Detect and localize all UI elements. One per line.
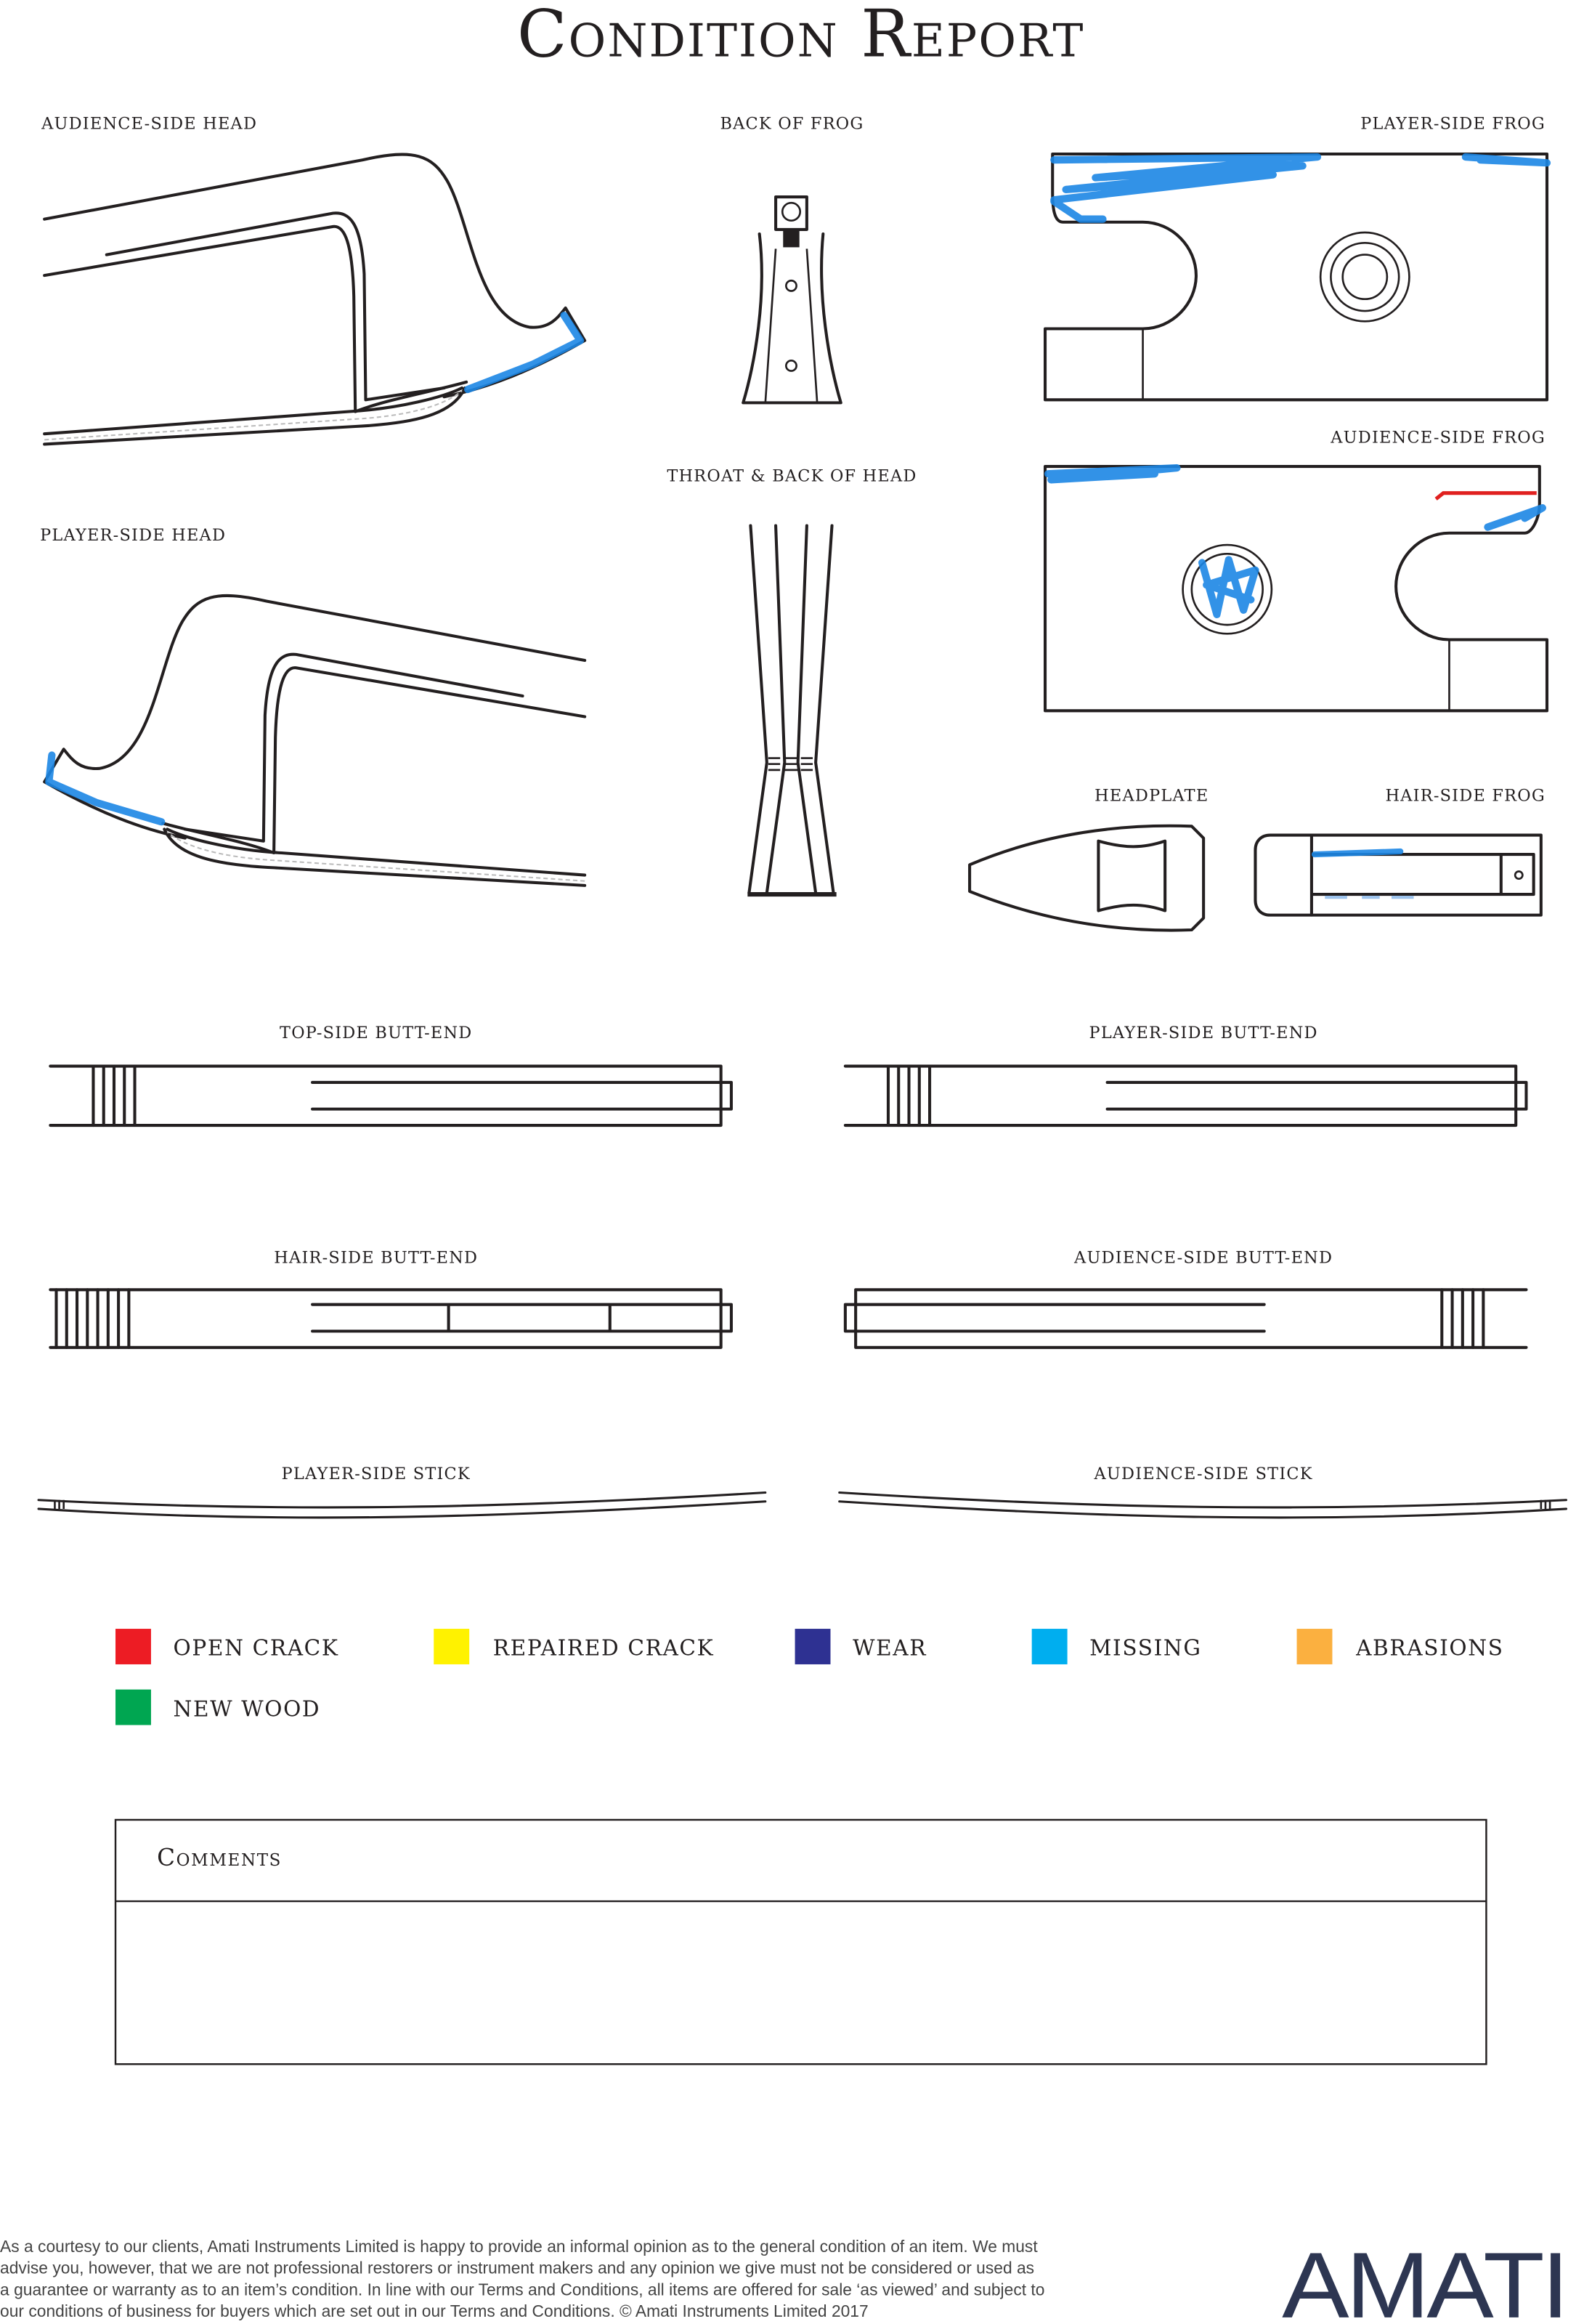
comments-field[interactable] (118, 1904, 1483, 2061)
label-hair-side-butt-end: HAIR-SIDE BUTT-END (274, 1249, 478, 1268)
top-side-butt-end-diagram[interactable] (49, 1064, 733, 1127)
legend-label: REPAIRED CRACK (493, 1636, 715, 1661)
label-player-side-stick: PLAYER-SIDE STICK (282, 1465, 471, 1483)
label-throat-back-of-head: THROAT & BACK OF HEAD (667, 466, 917, 485)
player-side-stick-diagram[interactable] (37, 1491, 767, 1519)
label-audience-side-head: AUDIENCE-SIDE HEAD (41, 114, 257, 133)
page-title: Condition Report (517, 0, 1084, 72)
label-audience-side-frog: AUDIENCE-SIDE FROG (1330, 428, 1546, 447)
missing-mark (1050, 153, 1551, 223)
legend-item-wear[interactable]: WEAR (795, 1629, 927, 1664)
legend-label: MISSING (1089, 1636, 1201, 1661)
legend-item-missing[interactable]: MISSING (1031, 1629, 1202, 1664)
throat-back-of-head-diagram[interactable] (747, 524, 837, 897)
label-player-side-head: PLAYER-SIDE HEAD (40, 526, 226, 545)
amati-logo: AMATI (1282, 2234, 1566, 2324)
disclaimer-line: a guarantee or warranty as to an item’s … (0, 2280, 1044, 2299)
disclaimer-line: As a courtesy to our clients, Amati Inst… (0, 2237, 1038, 2256)
disclaimer-line: advise you, however, that we are not pro… (0, 2259, 1034, 2278)
legend-label: ABRASIONS (1355, 1636, 1504, 1661)
label-headplate: HEADPLATE (1094, 787, 1209, 806)
label-player-side-frog: PLAYER-SIDE FROG (1360, 114, 1546, 133)
label-back-of-frog: BACK OF FROG (720, 114, 864, 133)
comments-label: Comments (157, 1844, 282, 1871)
audience-side-head-diagram[interactable] (44, 155, 585, 445)
legend-item-open-crack[interactable]: OPEN CRACK (115, 1629, 339, 1664)
hair-side-frog-diagram[interactable] (1254, 833, 1543, 917)
disclaimer: As a courtesy to our clients, Amati Inst… (0, 2237, 1044, 2320)
legend-label: WEAR (853, 1636, 927, 1661)
audience-side-stick-diagram[interactable] (838, 1491, 1568, 1519)
label-audience-side-butt-end: AUDIENCE-SIDE BUTT-END (1073, 1249, 1333, 1268)
repaired-crack-swatch (434, 1629, 470, 1664)
missing-mark (45, 751, 166, 826)
legend-label: NEW WOOD (174, 1696, 321, 1721)
new-wood-swatch (115, 1689, 151, 1725)
label-audience-side-stick: AUDIENCE-SIDE STICK (1094, 1465, 1313, 1483)
comments-box: Comments (114, 1818, 1487, 2065)
legend-item-abrasions[interactable]: ABRASIONS (1296, 1629, 1504, 1664)
player-side-butt-end-diagram[interactable] (843, 1064, 1528, 1127)
disclaimer-line: our conditions of business for buyers wh… (0, 2301, 869, 2320)
legend-item-new-wood[interactable]: NEW WOOD (115, 1689, 321, 1725)
missing-swatch (1031, 1629, 1068, 1664)
player-side-head-diagram[interactable] (44, 596, 585, 886)
label-top-side-butt-end: TOP-SIDE BUTT-END (280, 1024, 472, 1042)
back-of-frog-diagram[interactable] (742, 195, 842, 405)
audience-side-frog-diagram[interactable] (1043, 463, 1549, 713)
audience-side-butt-end-diagram[interactable] (843, 1288, 1528, 1349)
headplate-diagram[interactable] (968, 824, 1206, 932)
player-side-frog-diagram[interactable] (1043, 152, 1551, 402)
missing-mark (1044, 463, 1546, 618)
legend-label: OPEN CRACK (174, 1636, 339, 1661)
abrasions-swatch (1296, 1629, 1333, 1664)
hair-side-butt-end-diagram[interactable] (49, 1288, 733, 1349)
open-crack-mark (1434, 491, 1537, 501)
legend: OPEN CRACK REPAIRED CRACK WEAR MISSING A… (115, 1629, 1504, 1725)
label-hair-side-frog: HAIR-SIDE FROG (1385, 787, 1545, 806)
missing-mark (464, 312, 585, 394)
missing-mark (1311, 848, 1404, 858)
legend-item-repaired-crack[interactable]: REPAIRED CRACK (434, 1629, 714, 1664)
label-player-side-butt-end: PLAYER-SIDE BUTT-END (1089, 1024, 1318, 1042)
open-crack-swatch (115, 1629, 151, 1664)
wear-swatch (795, 1629, 831, 1664)
